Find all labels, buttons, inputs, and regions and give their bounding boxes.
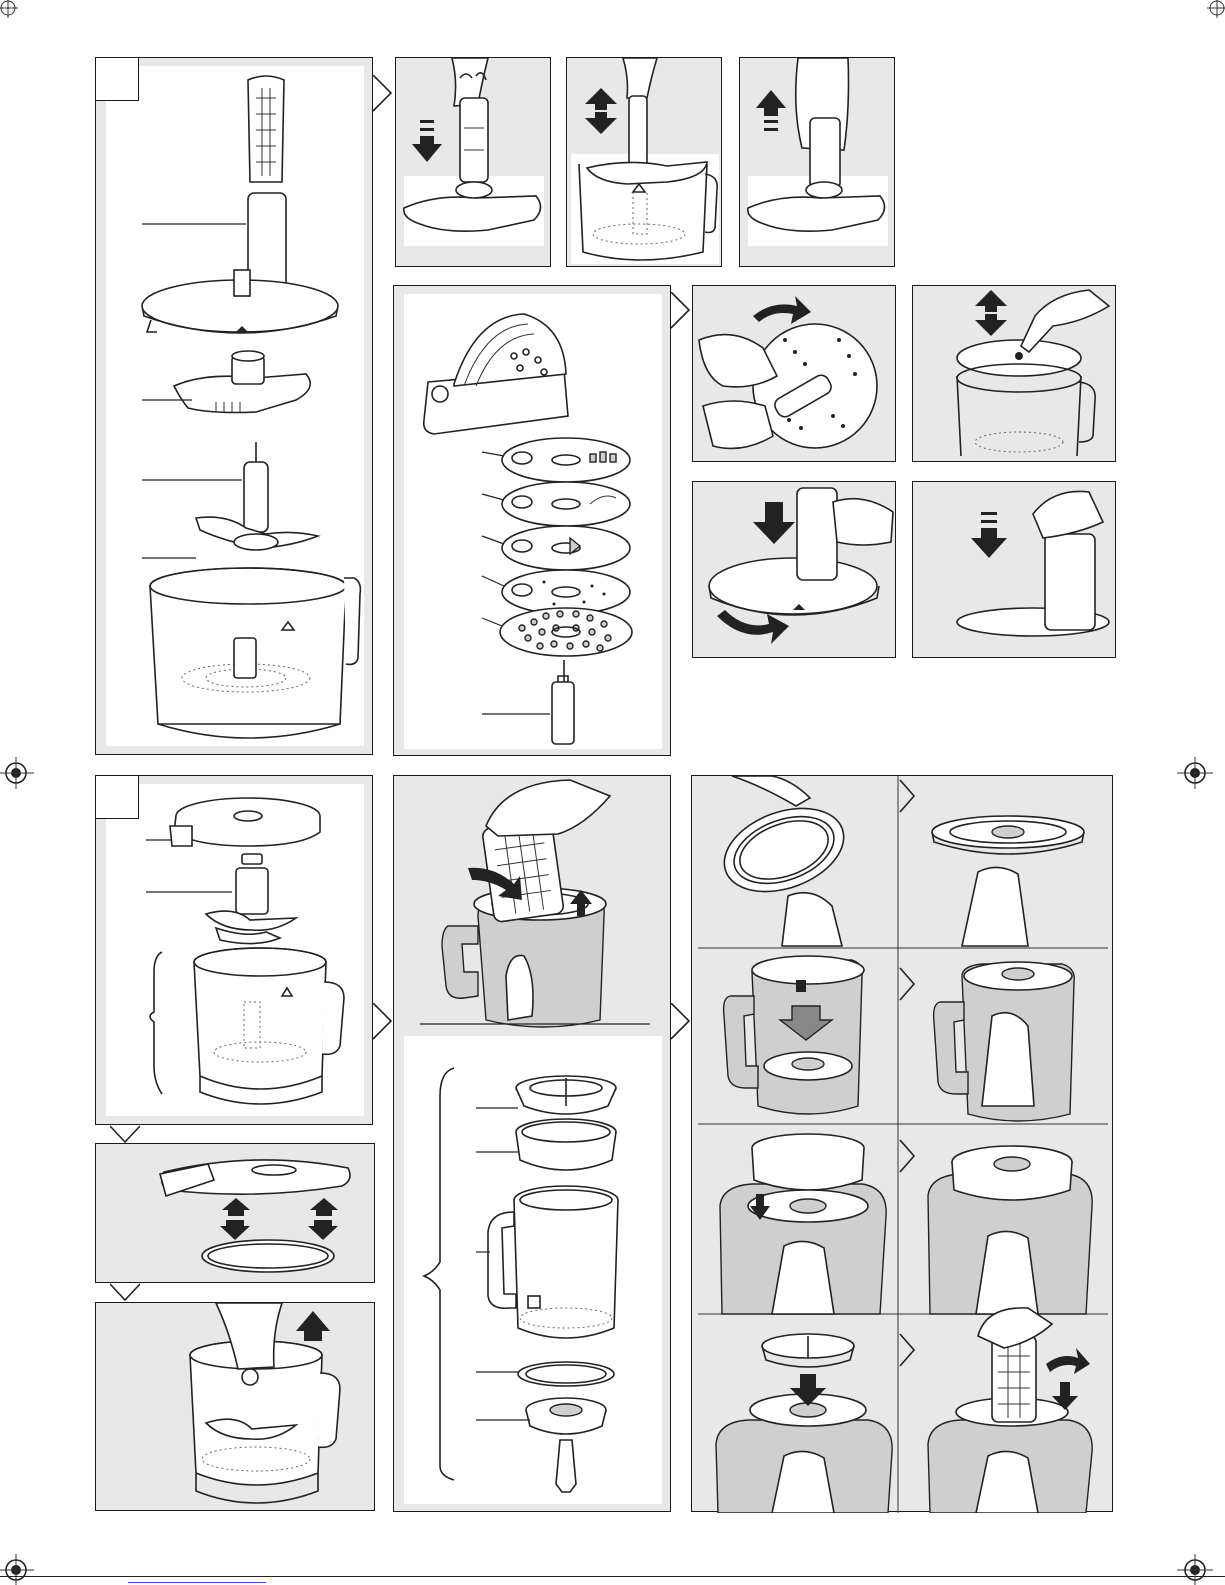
insert-cone-illustration <box>442 780 610 1027</box>
julienne-disc-icon <box>502 526 630 570</box>
step-remove-ring <box>713 776 856 946</box>
double-arrow-icon <box>975 290 1007 336</box>
arrow-up-icon <box>756 90 786 131</box>
leader-line <box>482 536 504 544</box>
bowl-icon <box>150 568 360 738</box>
remove-blade-illustration <box>740 58 896 268</box>
arrow-up-icon <box>296 1311 330 1341</box>
registration-mark-icon <box>0 1540 40 1585</box>
registration-mark-icon <box>1175 1540 1220 1585</box>
fit-lid-illustration <box>693 482 897 659</box>
lid-icon <box>142 193 338 333</box>
double-arrow-icon <box>220 1198 338 1240</box>
arrow-down-icon <box>753 502 795 544</box>
step-pull-out-blade-panel <box>95 1302 375 1511</box>
step-lift-lid <box>932 816 1084 946</box>
registration-mark-icon <box>0 0 30 30</box>
arrow-rotate-icon <box>753 296 811 324</box>
seal-ring-icon <box>518 1362 614 1386</box>
citrus-press-illustration <box>394 776 672 1513</box>
citrus-press-panel <box>393 775 671 1512</box>
chopper-parts-panel <box>95 775 373 1125</box>
filter-ring-icon <box>516 1119 616 1170</box>
knife-blade-icon <box>196 442 318 550</box>
step-press-disc-center-panel <box>912 285 1116 462</box>
step-turn-pusher <box>928 1308 1092 1513</box>
step-insert-blade-panel <box>395 57 551 267</box>
insert-blade-illustration <box>396 58 552 268</box>
step-remove-seal-panel <box>95 1143 375 1283</box>
panel-pointer-icon <box>669 1003 691 1043</box>
step-attach-ring <box>720 1134 886 1314</box>
disc-carrier-icon <box>552 660 574 744</box>
step-place-cone <box>934 962 1075 1121</box>
arrow-rotate-icon <box>1046 1348 1090 1374</box>
assembly-brace <box>424 1068 454 1480</box>
footer-rule <box>0 1576 1225 1577</box>
panel-pointer-down-icon <box>110 1282 140 1302</box>
panel-pointer-down-icon <box>110 1124 140 1144</box>
chopper-lid-icon <box>170 798 320 846</box>
step-press-pusher-panel <box>912 481 1116 658</box>
food-processor-exploded-illustration <box>96 58 374 756</box>
arrow-down-icon <box>796 980 806 992</box>
panel-pointer-icon <box>371 75 393 115</box>
citrus-steps-illustration <box>692 776 1114 1513</box>
pusher-icon <box>248 76 284 182</box>
step-lower-blade-panel <box>566 57 722 267</box>
double-arrow-icon <box>585 88 617 134</box>
leader-line <box>482 618 502 626</box>
dough-tool-icon <box>174 351 310 413</box>
step-insert-cone <box>724 956 864 1114</box>
attach-disc-illustration <box>693 286 897 463</box>
food-processor-parts-panel <box>95 57 373 755</box>
disc-holder-icon <box>424 314 568 434</box>
fine-grating-disc-icon <box>500 608 632 656</box>
slicing-disc-icon <box>502 438 630 482</box>
chopper-blade-icon <box>206 854 296 944</box>
registration-mark-icon <box>1195 0 1225 30</box>
arrow-down-icon <box>412 120 442 162</box>
step-attach-disc-panel <box>692 285 896 462</box>
chopper-bowl-icon <box>150 948 344 1104</box>
remove-seal-illustration <box>96 1144 376 1284</box>
juicer-cone-base-icon <box>526 1398 606 1492</box>
fine-slicing-disc-icon <box>502 482 630 526</box>
arrow-down-icon <box>971 512 1007 558</box>
lower-blade-illustration <box>567 58 723 268</box>
leader-line <box>482 494 504 500</box>
step-fit-lid-panel <box>692 481 896 658</box>
pull-out-blade-illustration <box>96 1303 376 1512</box>
step-remove-blade-panel <box>739 57 895 267</box>
leader-line <box>482 452 504 456</box>
citrus-bowl-icon <box>488 1186 618 1338</box>
disc-set-illustration <box>394 286 672 757</box>
step-fit-ring <box>928 1146 1092 1314</box>
panel-pointer-icon <box>371 1003 393 1043</box>
disc-set-panel <box>393 285 671 756</box>
footer-link-mark <box>128 1582 266 1583</box>
chopper-exploded-illustration <box>96 776 374 1126</box>
leader-line <box>482 576 504 586</box>
panel-pointer-icon <box>669 292 691 332</box>
citrus-steps-panel <box>691 775 1113 1512</box>
step-place-cover <box>716 1334 892 1513</box>
press-pusher-illustration <box>913 482 1117 659</box>
registration-mark-icon <box>1175 755 1215 795</box>
press-disc-center-illustration <box>913 286 1117 463</box>
strainer-icon <box>516 1076 616 1114</box>
registration-mark-icon <box>0 755 40 795</box>
